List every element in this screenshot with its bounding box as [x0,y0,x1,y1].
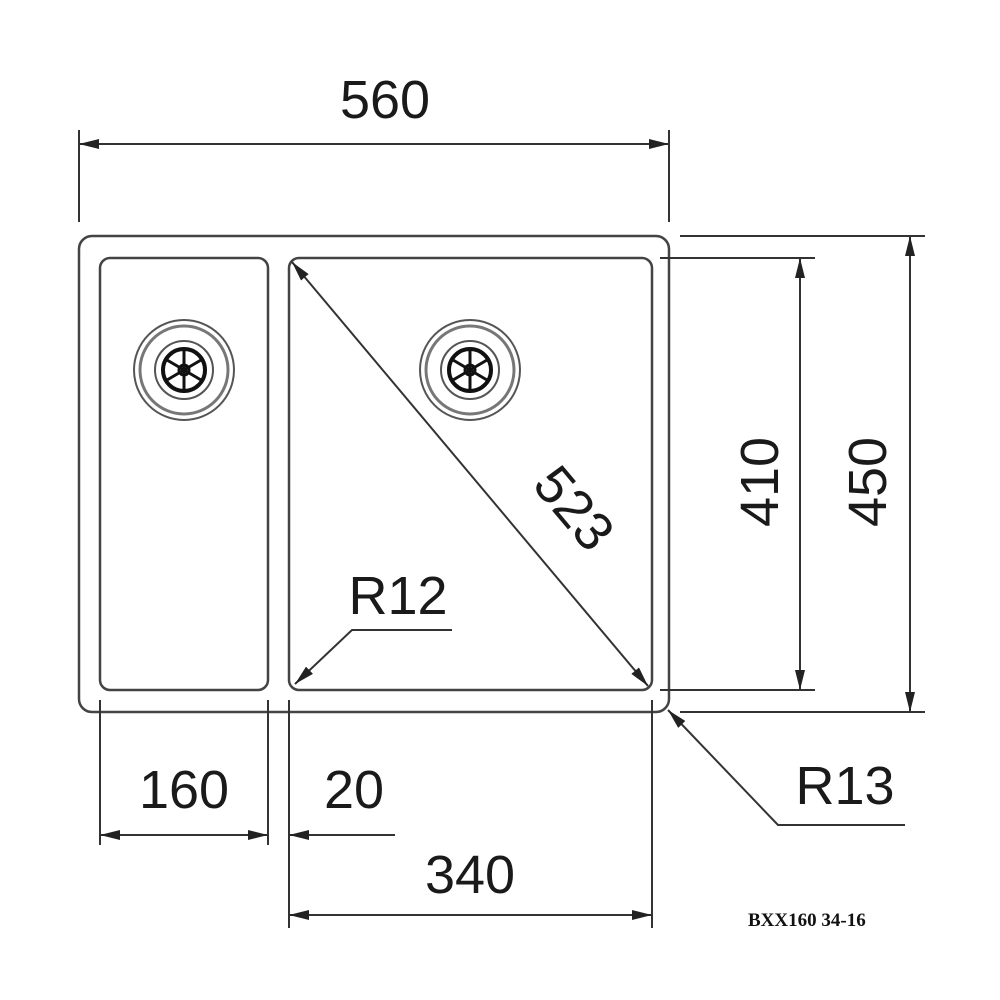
overall-width-label: 560 [340,70,430,130]
large-bowl-drain-icon [418,318,522,422]
dimension-large-bowl-width: 340 [289,845,652,920]
dimension-divider-width: 20 [289,760,395,840]
bowl-depth-label: 410 [730,437,790,527]
dimension-small-bowl-width: 160 [100,760,268,840]
small-bowl-width-label: 160 [139,760,229,820]
small-bowl-drain-icon [132,318,236,422]
dimension-bowl-depth: 410 [660,257,815,691]
small-bowl [98,256,270,692]
dimension-outer-radius: R13 [667,709,905,826]
dimension-overall-width: 560 [78,70,670,222]
diagonal-label: 523 [522,455,626,563]
dimension-inner-radius: R12 [294,566,452,685]
inner-radius-label: R12 [348,566,447,626]
large-bowl-width-label: 340 [425,845,515,905]
overall-depth-label: 450 [838,437,898,527]
dimension-overall-depth: 450 [680,235,925,713]
divider-width-label: 20 [324,760,384,820]
model-code: BXX160 34-16 [748,910,866,931]
large-bowl [287,256,654,692]
sink-outer-rim [77,234,671,714]
outer-radius-label: R13 [795,756,894,816]
